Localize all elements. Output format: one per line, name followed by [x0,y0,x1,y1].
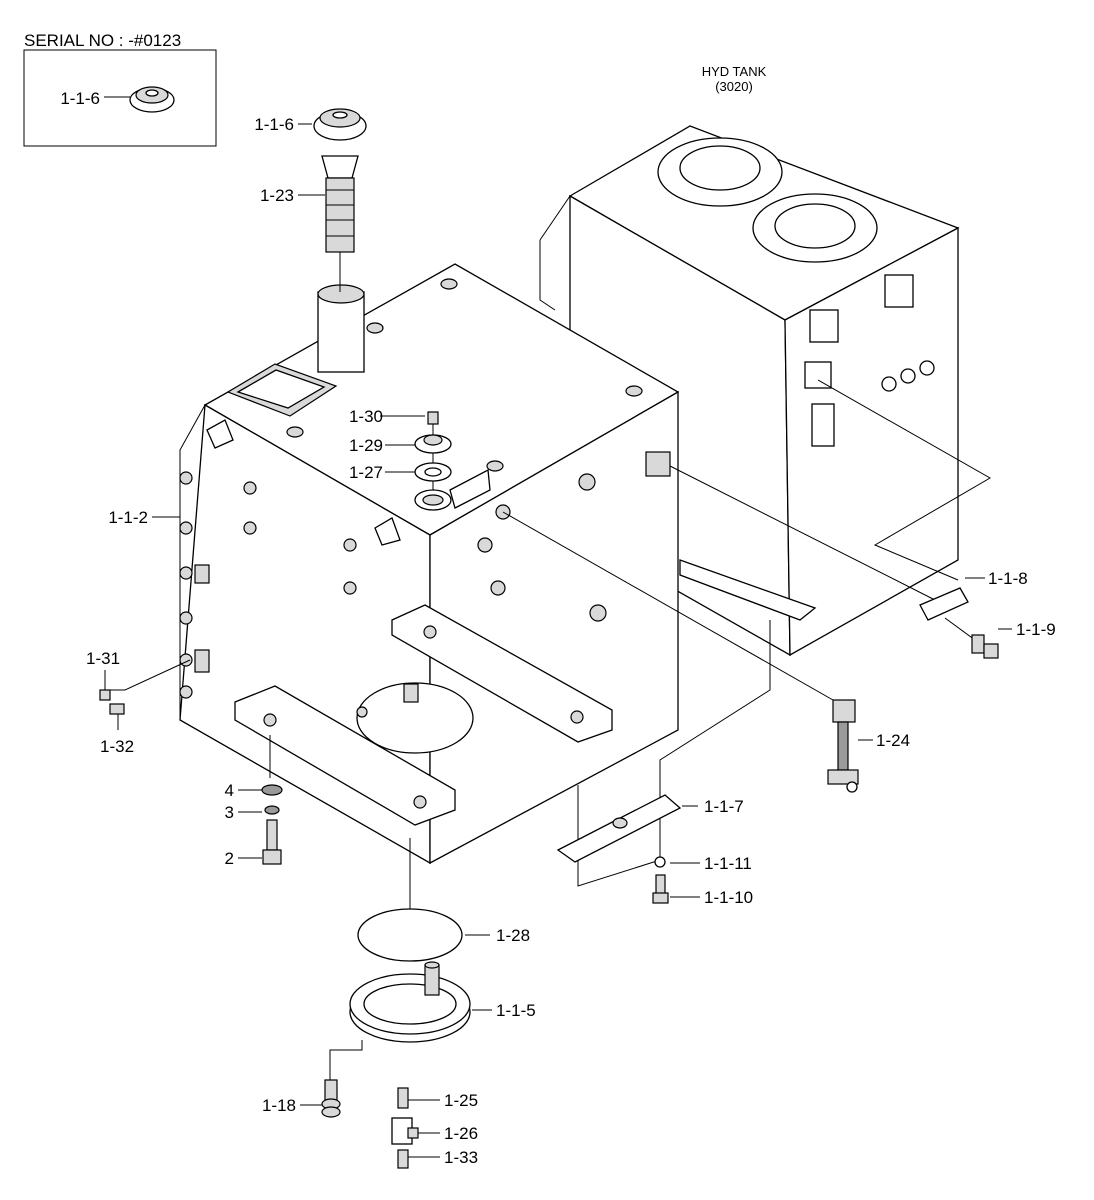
label-1-1-11: 1-1-11 [704,854,752,873]
fuel-tank [179,263,680,865]
label-1-29: 1-29 [349,436,383,455]
inset-cap-part [129,86,175,113]
fuel-cap-part [313,108,367,141]
serial-number: SERIAL NO : -#0123 [24,31,181,50]
label-fuel-cap: 1-1-6 [254,115,294,134]
label-1-28: 1-28 [496,926,530,945]
label-4: 4 [225,781,234,800]
label-2: 2 [225,849,234,868]
hyd-tank-title: HYD TANK [702,64,767,79]
gauge-1-24 [502,511,859,793]
label-1-31: 1-31 [86,649,120,668]
serial-inset: SERIAL NO : -#0123 [23,31,217,147]
bracket-1-1-8 [669,465,999,659]
cover-1-1-5 [349,961,471,1043]
label-1-27: 1-27 [349,463,383,482]
hardware-parts [99,689,682,1169]
label-1-1-5: 1-1-5 [496,1001,536,1020]
gasket-1-28 [357,908,463,962]
label-strainer: 1-23 [260,186,294,205]
label-1-26: 1-26 [444,1124,478,1143]
label-1-1-7: 1-1-7 [704,797,744,816]
label-1-1-8: 1-1-8 [988,569,1028,588]
label-1-25: 1-25 [444,1091,478,1110]
label-1-32: 1-32 [100,737,134,756]
label-inset-cap: 1-1-6 [60,89,100,108]
label-1-33: 1-33 [444,1148,478,1167]
hyd-tank-number: (3020) [715,79,753,94]
inset-box [23,49,217,147]
label-1-1-10: 1-1-10 [704,888,753,907]
label-1-24: 1-24 [876,731,910,750]
label-1-1-9: 1-1-9 [1016,620,1056,639]
label-1-18: 1-18 [262,1096,296,1115]
cap-stack-parts [414,411,452,511]
label-1-1-2: 1-1-2 [108,508,148,527]
label-3: 3 [225,803,234,822]
label-1-30: 1-30 [349,407,383,426]
strainer-part [321,155,359,292]
